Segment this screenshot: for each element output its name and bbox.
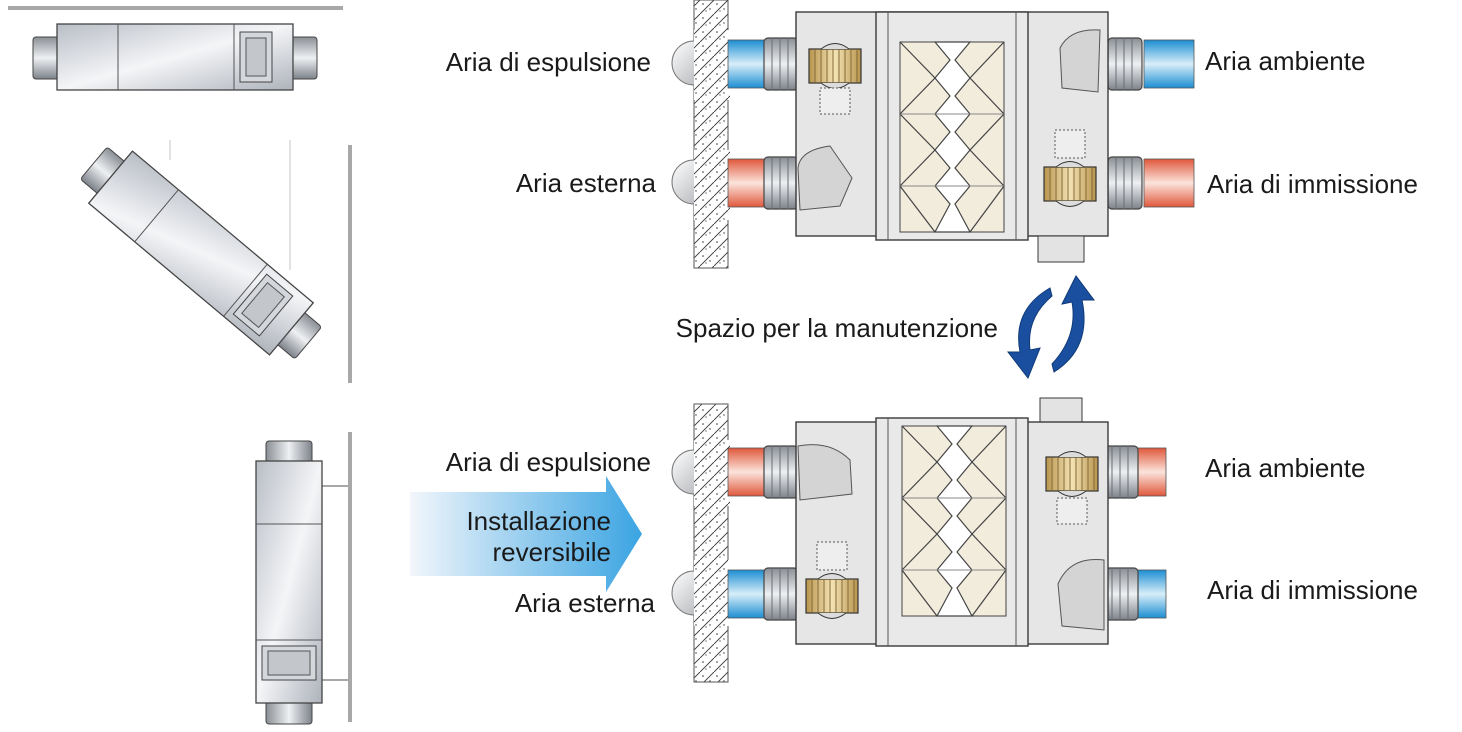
diagonal-install-icon	[80, 140, 352, 383]
maintenance-space-label: Spazio per la manutenzione	[675, 313, 998, 343]
reversible-installation-text: Installazione reversibile	[466, 506, 611, 567]
top-right-upper-label: Aria ambiente	[1205, 46, 1366, 76]
rotation-arrows-icon	[1006, 275, 1095, 380]
bottom-right-lower-label: Aria di immissione	[1207, 575, 1418, 605]
top-left-upper-label: Aria di espulsione	[445, 47, 651, 77]
top-right-lower-label: Aria di immissione	[1207, 169, 1418, 199]
bottom-left-lower-label: Aria esterna	[514, 588, 655, 618]
bottom-left-upper-label: Aria di espulsione	[445, 447, 651, 477]
reversible-line-2: reversibile	[492, 536, 612, 567]
vertical-install-icon	[255, 432, 352, 725]
bottom-right-upper-label: Aria ambiente	[1205, 453, 1366, 483]
top-unit-diagram	[671, 0, 1195, 269]
top-left-lower-label: Aria esterna	[515, 168, 656, 198]
horizontal-install-icon	[8, 6, 343, 91]
bottom-unit-diagram	[671, 397, 1167, 683]
reversible-installation-arrow	[410, 476, 642, 592]
reversible-line-1: Installazione	[466, 506, 611, 536]
